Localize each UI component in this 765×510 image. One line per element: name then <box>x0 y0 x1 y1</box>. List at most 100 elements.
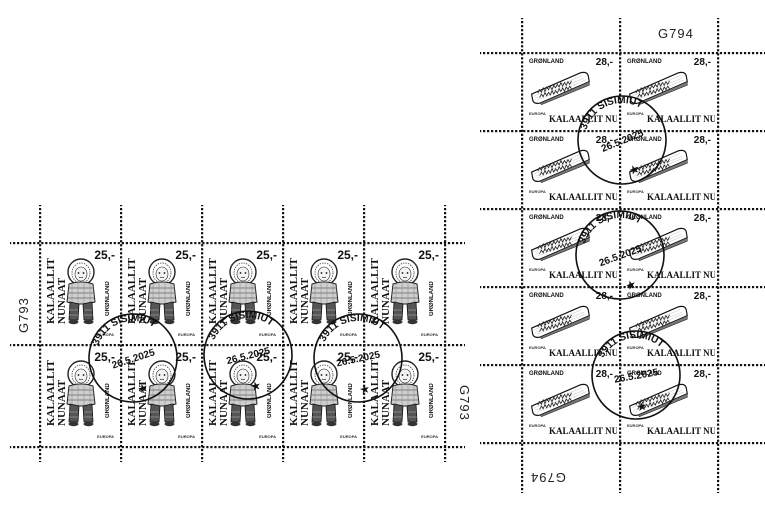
perforation-hole <box>551 364 554 367</box>
perforation-hole <box>603 130 606 133</box>
perforation-hole <box>521 387 524 390</box>
perforation-hole <box>201 336 204 339</box>
perforation-hole <box>591 442 594 445</box>
perforation-hole <box>363 446 366 449</box>
perforation-hole <box>521 391 524 394</box>
perforation-hole <box>619 339 622 342</box>
perforation-hole <box>459 242 463 245</box>
perforation-hole <box>717 383 720 386</box>
perforation-hole <box>631 208 634 211</box>
perforation-hole <box>444 205 447 207</box>
perforation-hole <box>375 242 378 245</box>
perforation-hole <box>703 208 706 211</box>
perforation-hole <box>539 364 542 367</box>
perforation-hole <box>587 442 590 445</box>
perforation-hole <box>282 242 286 245</box>
perforation-hole <box>521 18 524 20</box>
perforation-hole <box>535 208 538 211</box>
perforation-hole <box>45 446 48 449</box>
perforation-hole <box>619 326 622 330</box>
perforation-hole <box>363 264 366 267</box>
perforation-hole <box>120 272 123 275</box>
perforation-hole <box>717 471 720 475</box>
perforation-hole <box>519 442 522 445</box>
perforation-hole <box>567 286 570 289</box>
perforation-hole <box>619 492 622 493</box>
left-sheet-code-margin: G793 <box>457 385 472 421</box>
perforation-hole <box>619 173 622 177</box>
perforation-hole <box>302 446 306 449</box>
perforation-hole <box>499 52 502 55</box>
perforation-hole <box>363 432 366 436</box>
perforation-hole <box>717 419 720 422</box>
perforation-hole <box>282 344 286 347</box>
perforation-hole <box>731 286 735 289</box>
perforation-hole <box>363 205 366 207</box>
perforation-hole <box>113 344 116 347</box>
perforation-hole <box>39 340 42 343</box>
perforation-hole <box>559 130 562 133</box>
perforation-hole <box>491 442 494 445</box>
perforation-hole <box>655 52 658 55</box>
perforation-hole <box>511 52 514 55</box>
perforation-hole <box>619 306 622 310</box>
perforation-hole <box>201 461 204 462</box>
perforation-hole <box>591 364 594 367</box>
perforation-hole <box>363 448 366 452</box>
perforation-hole <box>39 456 42 460</box>
perforation-hole <box>363 416 366 420</box>
perforation-hole <box>619 218 622 221</box>
perforation-hole <box>137 344 141 347</box>
perforation-hole <box>97 446 100 449</box>
perforation-hole <box>306 446 310 449</box>
perforation-hole <box>727 442 731 445</box>
perforation-hole <box>483 364 486 367</box>
perforation-hole <box>683 364 686 367</box>
country-name-native: KALAALLIT NUNAAT <box>647 114 715 124</box>
perforation-hole <box>499 442 502 445</box>
perforation-hole <box>521 294 524 297</box>
perforation-hole <box>531 130 534 133</box>
perforation-hole <box>201 352 204 355</box>
perforation-hole <box>619 364 622 367</box>
perforation-hole <box>611 442 614 445</box>
perforation-hole <box>495 52 498 55</box>
perforation-hole <box>671 208 674 211</box>
perforation-hole <box>717 85 720 88</box>
stamp-picture <box>385 256 425 330</box>
perforation-hole <box>234 344 237 347</box>
perforation-hole <box>507 208 510 211</box>
perforation-hole <box>319 242 322 245</box>
perforation-hole <box>444 316 447 319</box>
perforation-hole <box>282 324 285 327</box>
perforation-hole <box>583 52 586 55</box>
perforation-hole <box>717 427 720 430</box>
perforation-hole <box>443 242 447 245</box>
perforation-hole <box>699 130 702 133</box>
perforation-hole <box>521 306 524 310</box>
perforation-hole <box>521 137 524 140</box>
perforation-hole <box>619 262 622 265</box>
perforation-hole <box>643 442 646 445</box>
carved-tablet-illustration <box>531 227 590 262</box>
perforation-hole <box>717 431 720 434</box>
perforation-hole <box>515 130 518 133</box>
country-name-danish: GRØNLAND <box>627 293 662 299</box>
perforation-hole <box>751 442 755 445</box>
perforation-hole <box>599 364 602 367</box>
perforation-hole <box>717 77 720 80</box>
perforation-hole <box>201 228 204 231</box>
perforation-hole <box>25 344 28 347</box>
perforation-hole <box>619 246 622 249</box>
perforation-hole <box>39 404 42 407</box>
perforation-hole <box>619 451 622 454</box>
perforation-hole <box>683 442 686 445</box>
perforation-hole <box>691 130 694 133</box>
perforation-hole <box>623 130 626 133</box>
perforation-hole <box>153 446 157 449</box>
perforation-hole <box>619 442 622 445</box>
perforation-hole <box>39 316 42 319</box>
perforation-hole <box>521 367 524 370</box>
perforation-hole <box>153 242 157 245</box>
perforation-hole <box>563 130 566 133</box>
